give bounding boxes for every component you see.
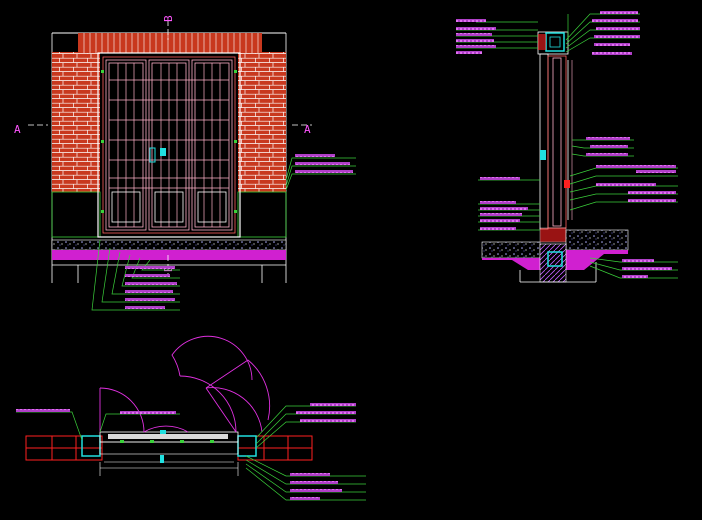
door-swing-arcs — [99, 335, 271, 433]
floor-section-right — [565, 229, 629, 251]
brick-wall-left — [52, 52, 100, 192]
floor-slab — [51, 239, 287, 251]
section-a-label-right: A — [304, 123, 311, 136]
head-profile-icon — [545, 32, 565, 52]
door-section — [456, 11, 678, 283]
plan-jamb-left-icon — [81, 435, 101, 457]
sill-profile-icon — [547, 251, 563, 267]
door-plan — [16, 335, 366, 501]
section-a-label-left: A — [14, 123, 21, 136]
door-frame — [97, 52, 241, 238]
section-b-label-top: B — [162, 15, 175, 22]
brick-lintel — [78, 33, 262, 53]
door-elevation: A A B B — [14, 15, 356, 311]
plan-jamb-right-icon — [237, 435, 257, 457]
brick-wall-right — [238, 52, 286, 192]
floor-section-left — [481, 241, 541, 259]
door-handle-icon — [149, 147, 156, 163]
